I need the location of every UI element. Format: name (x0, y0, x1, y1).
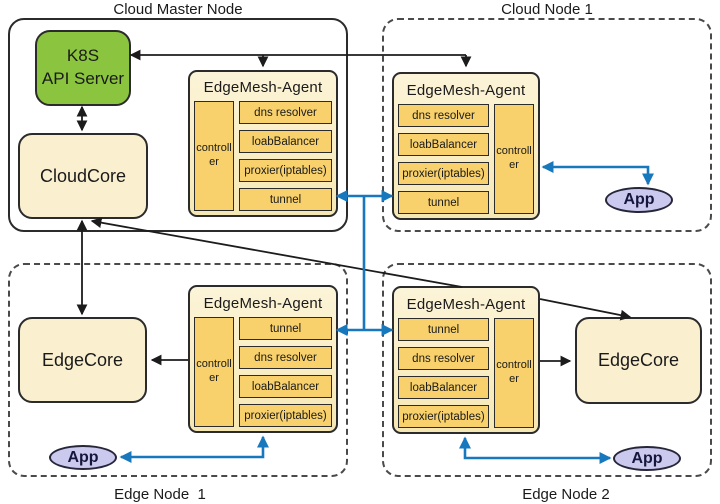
edge-node1-label: Edge Node 1 (114, 486, 206, 503)
controller-box: controller (494, 104, 534, 214)
agent-row-tunnel: tunnel (398, 318, 489, 341)
agent-row-tunnel: tunnel (239, 317, 332, 340)
agent-row-dns-resolver: dns resolver (239, 346, 332, 369)
app-label: App (623, 191, 655, 208)
cloud-node1-container (382, 18, 712, 232)
app-ellipse-cloud-node1: App (605, 187, 673, 213)
controller-box: controller (494, 318, 534, 428)
edge-node2-label: Edge Node 2 (522, 486, 610, 503)
edgemesh-agent-edge-node1: EdgeMesh-Agent controller tunnel dns res… (188, 285, 338, 433)
agent-row-loadbalancer: loabBalancer (239, 130, 332, 153)
cloud-node1-title: Cloud Node 1 (501, 1, 593, 18)
agent-title: EdgeMesh-Agent (406, 81, 526, 99)
edge-node2-container (382, 263, 712, 477)
agent-row-proxier: proxier(iptables) (398, 405, 489, 428)
agent-row-loadbalancer: loabBalancer (398, 376, 489, 399)
app-ellipse-edge-node2: App (613, 446, 681, 471)
controller-box: controller (194, 101, 234, 211)
agent-row-proxier: proxier(iptables) (398, 162, 489, 185)
cloud-master-node-title: Cloud Master Node (113, 1, 243, 18)
k8s-api-server-box: K8S API Server (35, 30, 131, 106)
agent-row-dns-resolver: dns resolver (398, 347, 489, 370)
edgemesh-agent-cloud-master: EdgeMesh-Agent controller dns resolver l… (188, 70, 338, 217)
agent-title: EdgeMesh-Agent (406, 295, 526, 313)
agent-row-proxier: proxier(iptables) (239, 159, 332, 182)
edgemesh-agent-cloud-node1: EdgeMesh-Agent controller dns resolver l… (392, 72, 540, 220)
agent-row-dns-resolver: dns resolver (239, 101, 332, 124)
agent-title: EdgeMesh-Agent (203, 294, 323, 312)
edgemesh-agent-edge-node2: EdgeMesh-Agent controller tunnel dns res… (392, 286, 540, 434)
agent-row-tunnel: tunnel (239, 188, 332, 211)
app-label: App (67, 448, 99, 466)
app-ellipse-edge-node1: App (49, 445, 117, 470)
agent-row-proxier: proxier(iptables) (239, 404, 332, 427)
k8s-label-line1: K8S (66, 46, 100, 66)
k8s-label-line2: API Server (41, 69, 125, 88)
controller-box: controller (194, 317, 234, 427)
edgecore-label: EdgeCore (597, 350, 680, 370)
app-label: App (631, 449, 663, 467)
agent-title: EdgeMesh-Agent (203, 79, 323, 96)
agent-row-tunnel: tunnel (398, 191, 489, 214)
edgecore-label: EdgeCore (41, 349, 124, 370)
edgecore-box-node2: EdgeCore (575, 317, 702, 404)
edgecore-box-node1: EdgeCore (18, 317, 147, 403)
cloudcore-label: CloudCore (39, 165, 127, 186)
cloudcore-box: CloudCore (18, 133, 148, 219)
agent-row-loadbalancer: loabBalancer (239, 375, 332, 398)
agent-row-dns-resolver: dns resolver (398, 104, 489, 127)
agent-row-loadbalancer: loabBalancer (398, 133, 489, 156)
